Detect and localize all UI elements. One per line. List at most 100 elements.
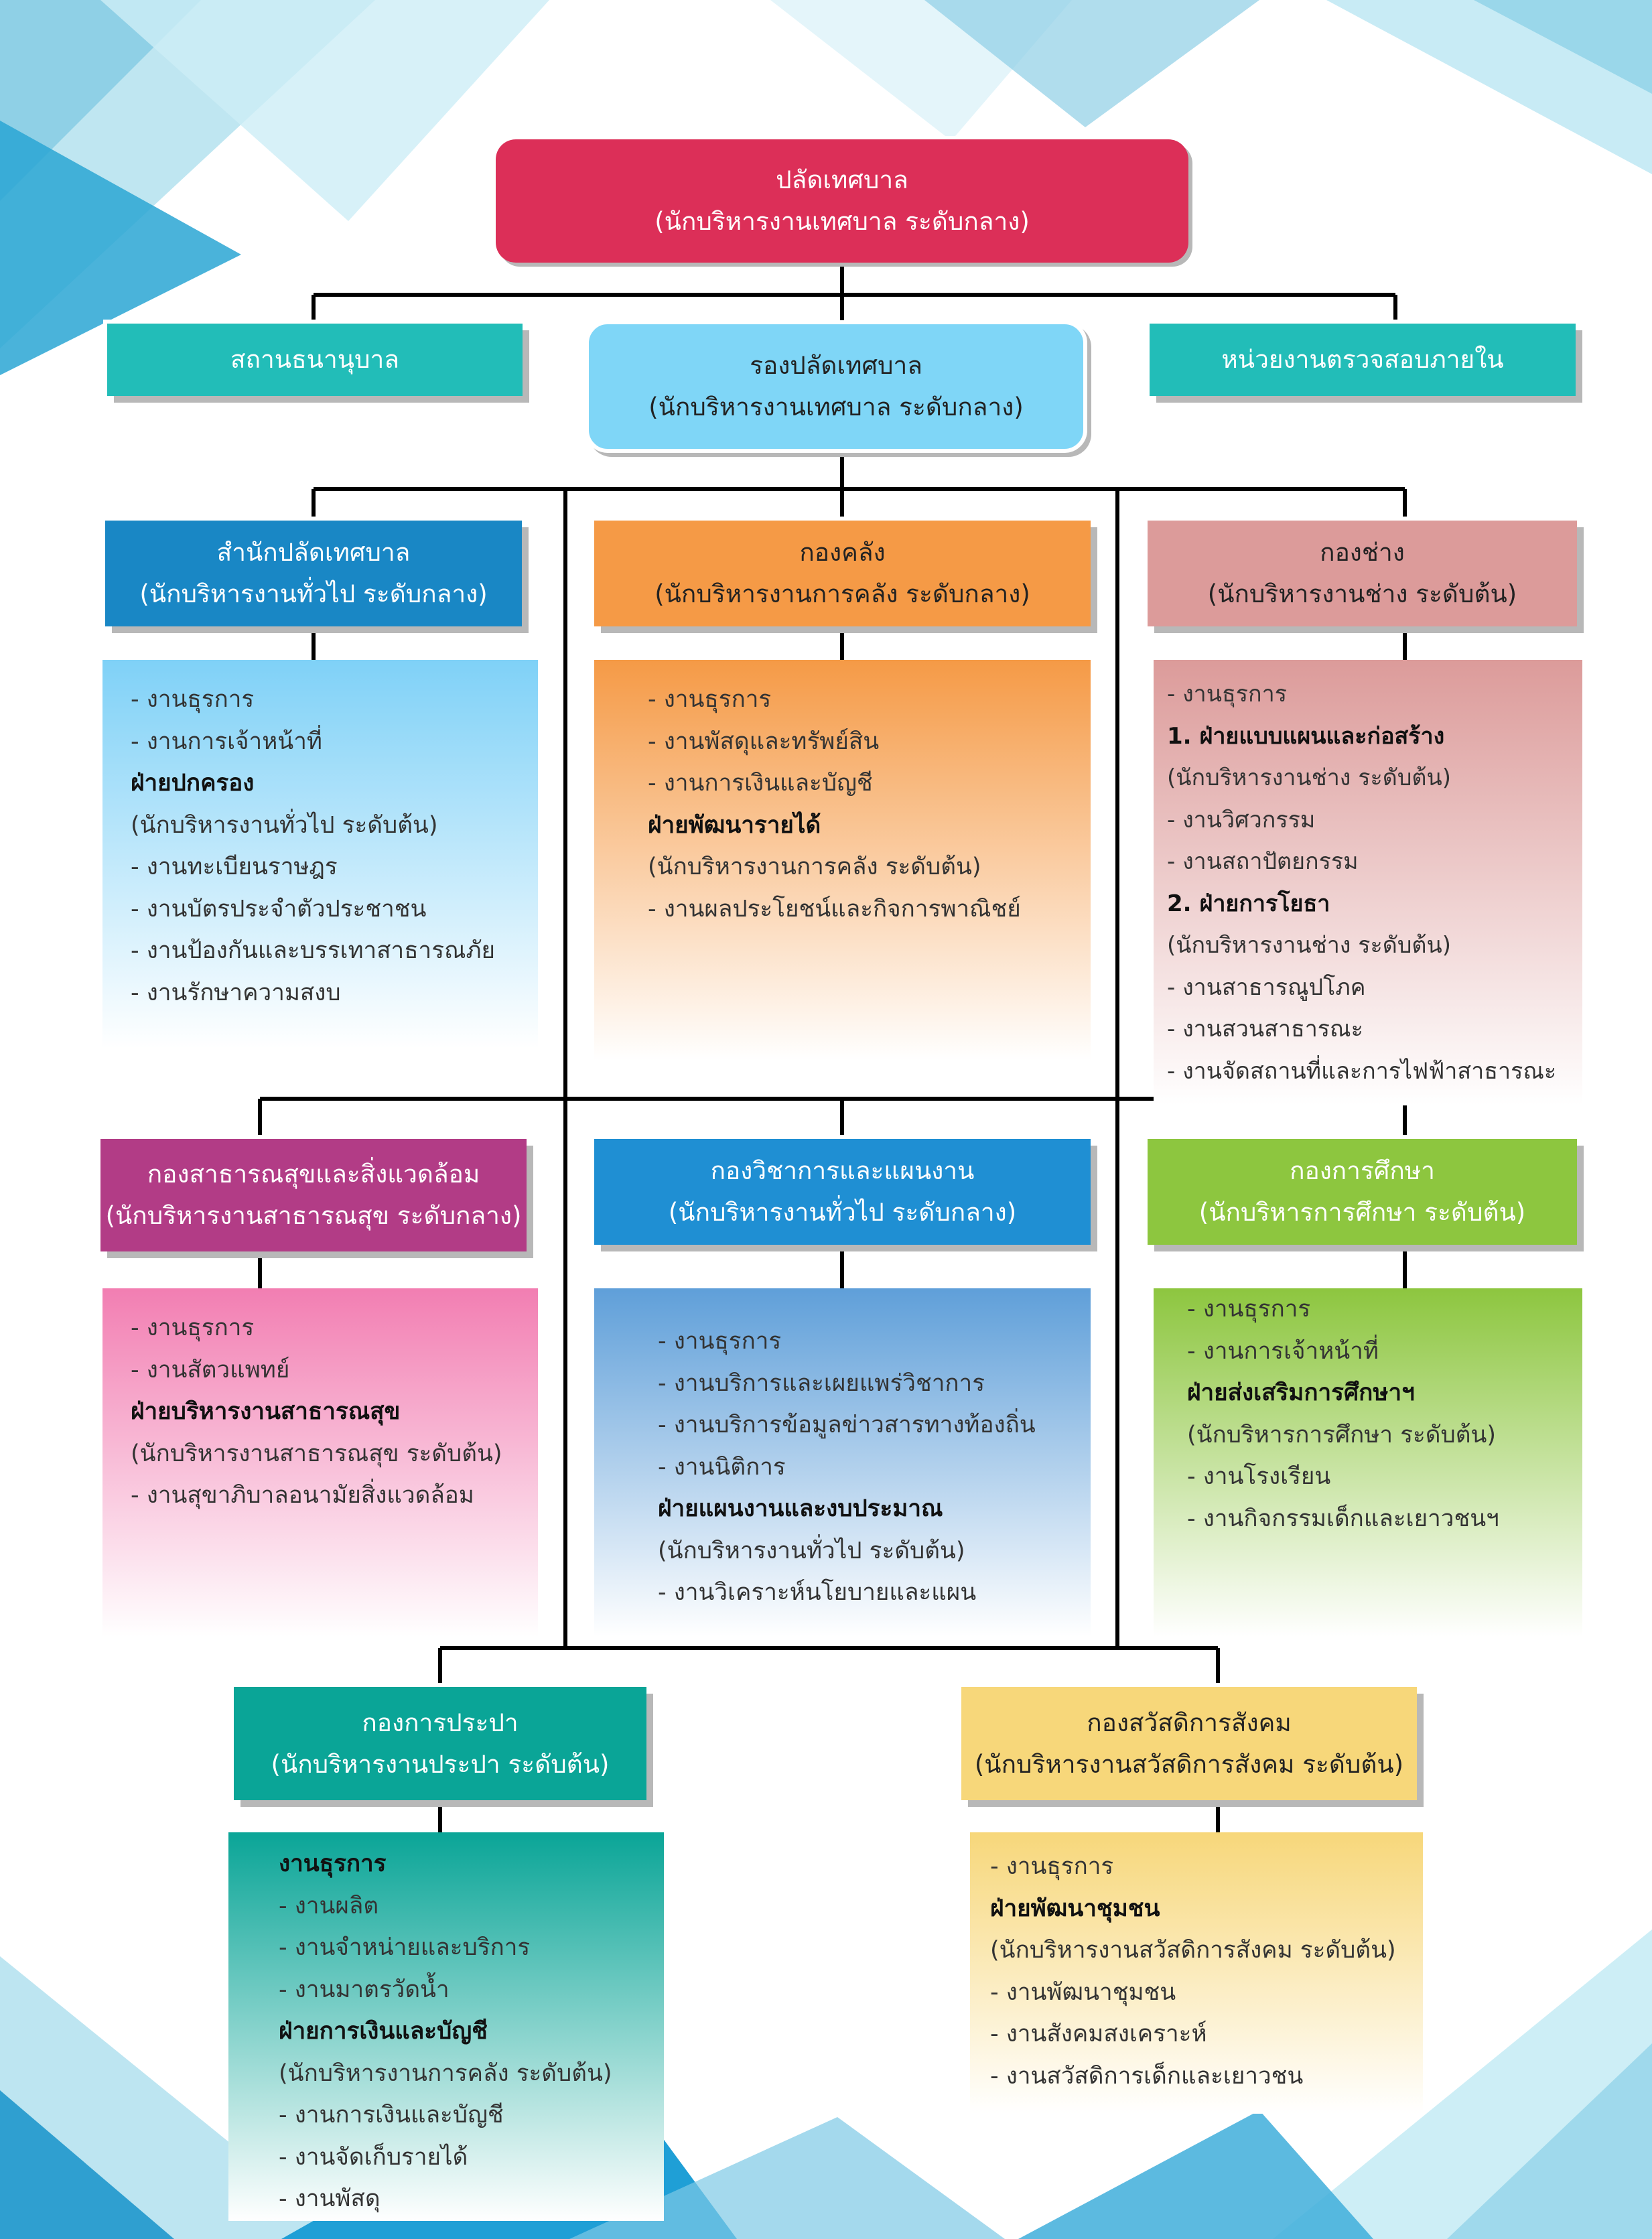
task-item: - งานธุรการ xyxy=(990,1853,1114,1880)
dept-health-title: กองสาธารณสุขและสิ่งแวดล้อม xyxy=(147,1160,480,1189)
dept-finance-subtitle: (นักบริหารงานการคลัง ระดับกลาง) xyxy=(655,580,1030,608)
internal-audit-box: หน่วยงานตรวจสอบภายใน xyxy=(1150,324,1576,396)
dept-office-panel: - งานธุรการ - งานการเจ้าหน้าที่ฝ่ายปกครอง… xyxy=(102,660,538,1048)
task-item: - งานพัฒนาชุมชน xyxy=(990,1978,1176,2006)
task-item: - งานการเงินและบัญชี xyxy=(648,770,873,797)
task-item: - งานจัดเก็บรายได้ xyxy=(279,2143,468,2171)
task-item: - งานการเจ้าหน้าที่ xyxy=(131,728,322,755)
task-item: - งานนิติการ xyxy=(658,1453,786,1481)
dept-finance-panel: - งานธุรการ - งานพัสดุและทรัพย์สิน - งานกา… xyxy=(594,660,1091,1061)
dept-academic-subtitle: (นักบริหารงานทั่วไป ระดับกลาง) xyxy=(668,1198,1017,1227)
task-item: - งานมาตรวัดน้ำ xyxy=(279,1976,450,2003)
task-item: - งานวิศวกรรม xyxy=(1167,806,1316,833)
mayor-clerk-box: ปลัดเทศบาล (นักบริหารงานเทศบาล ระดับกลาง… xyxy=(496,139,1188,263)
dept-engineering-box: กองช่าง (นักบริหารงานช่าง ระดับต้น) xyxy=(1148,521,1577,626)
dept-health-box: กองสาธารณสุขและสิ่งแวดล้อม (นักบริหารงาน… xyxy=(100,1139,527,1251)
dept-engineering-subtitle: (นักบริหารงานช่าง ระดับต้น) xyxy=(1207,580,1517,608)
task-item: - งานโรงเรียน xyxy=(1187,1463,1331,1490)
section-heading: ฝ่ายแผนงานและงบประมาณ xyxy=(658,1495,943,1522)
task-item: - งานบริการข้อมูลข่าวสารทางท้องถิ่น xyxy=(658,1412,1036,1438)
task-item: (นักบริหารงานทั่วไป ระดับต้น) xyxy=(131,811,438,839)
section-heading: ฝ่ายบริหารงานสาธารณสุข xyxy=(131,1398,401,1425)
mayor-clerk-title: ปลัดเทศบาล xyxy=(776,165,908,194)
task-item: (นักบริหารการศึกษา ระดับต้น) xyxy=(1187,1421,1497,1448)
task-item: (นักบริหารงานการคลัง ระดับต้น) xyxy=(648,854,981,880)
task-item: - งานสังคมสงเคราะห์ xyxy=(990,2021,1207,2047)
section-heading: 2. ฝ่ายการโยธา xyxy=(1167,890,1330,917)
section-heading: ฝ่ายการเงินและบัญชี xyxy=(279,2018,488,2045)
task-item: (นักบริหารงานช่าง ระดับต้น) xyxy=(1167,932,1451,959)
mayor-clerk-subtitle: (นักบริหารงานเทศบาล ระดับกลาง) xyxy=(655,207,1030,236)
task-item: - งานสวนสาธารณะ xyxy=(1167,1016,1363,1042)
task-item: - งานจำหน่ายและบริการ xyxy=(279,1934,531,1961)
dept-education-title: กองการศึกษา xyxy=(1290,1156,1435,1185)
task-item: - งานบัตรประจำตัวประชาชน xyxy=(131,895,427,923)
dept-finance-title: กองคลัง xyxy=(799,538,886,567)
task-item: (นักบริหารงานการคลัง ระดับต้น) xyxy=(279,2059,612,2087)
dept-water-panel: งานธุรการ - งานผลิต - งานจำหน่ายและบริการ -… xyxy=(228,1832,664,2221)
dept-finance-box: กองคลัง (นักบริหารงานการคลัง ระดับกลาง) xyxy=(594,521,1091,626)
task-item: - งานธุรการ xyxy=(131,1314,255,1341)
task-item: - งานสัตวแพทย์ xyxy=(131,1356,290,1383)
task-item: - งานธุรการ xyxy=(131,686,255,713)
section-heading: ฝ่ายส่งเสริมการศึกษาฯ xyxy=(1187,1379,1415,1406)
task-item: (นักบริหารงานทั่วไป ระดับต้น) xyxy=(658,1537,965,1564)
dept-engineering-title: กองช่าง xyxy=(1320,538,1405,567)
dept-water-subtitle: (นักบริหารงานประปา ระดับต้น) xyxy=(271,1749,610,1779)
task-item: - งานธุรการ xyxy=(1187,1296,1311,1322)
task-item: - งานวิเคราะห์นโยบายและแผน xyxy=(658,1579,977,1606)
task-item: - งานผลิต xyxy=(279,1892,379,1919)
dept-academic-title: กองวิชาการและแผนงาน xyxy=(710,1156,975,1185)
internal-audit-title: หน่วยงานตรวจสอบภายใน xyxy=(1221,345,1504,374)
section-heading: งานธุรการ xyxy=(279,1850,387,1877)
dept-welfare-title: กองสวัสดิการสังคม xyxy=(1087,1708,1292,1737)
task-item: - งานสถาปัตยกรรม xyxy=(1167,848,1359,875)
section-heading: ฝ่ายพัฒนารายได้ xyxy=(648,811,821,839)
dept-welfare-panel: - งานธุรการฝ่ายพัฒนาชุมชน (นักบริหารงานสว… xyxy=(970,1832,1423,2114)
section-heading: ฝ่ายปกครอง xyxy=(131,770,255,797)
task-item: - งานการเจ้าหน้าที่ xyxy=(1187,1337,1379,1365)
dept-academic-panel: - งานธุรการ - งานบริการและเผยแพร่วิชาการ -… xyxy=(594,1288,1091,1637)
dept-education-panel: - งานธุรการ - งานการเจ้าหน้าที่ฝ่ายส่งเสร… xyxy=(1154,1288,1582,1637)
task-item: - งานผลประโยชน์และกิจการพาณิชย์ xyxy=(648,895,1021,923)
deputy-clerk-subtitle: (นักบริหารงานเทศบาล ระดับกลาง) xyxy=(648,393,1024,421)
dept-water-box: กองการประปา (นักบริหารงานประปา ระดับต้น) xyxy=(234,1687,646,1800)
task-item: (นักบริหารงานสาธารณสุข ระดับต้น) xyxy=(131,1440,502,1467)
task-item: - งานธุรการ xyxy=(648,686,772,713)
dept-education-box: กองการศึกษา (นักบริหารการศึกษา ระดับต้น) xyxy=(1148,1139,1577,1245)
dept-water-title: กองการประปา xyxy=(362,1708,519,1737)
pawnshop-box: สถานธนานุบาล xyxy=(107,324,523,396)
dept-health-panel: - งานธุรการ - งานสัตวแพทย์ฝ่ายบริหารงานสา… xyxy=(102,1288,538,1637)
section-heading: ฝ่ายพัฒนาชุมชน xyxy=(990,1895,1160,1922)
task-item: (นักบริหารงานสวัสดิการสังคม ระดับต้น) xyxy=(990,1937,1396,1964)
task-item: - งานรักษาความสงบ xyxy=(131,979,341,1006)
task-item: - งานทะเบียนราษฎร xyxy=(131,854,338,880)
task-item: - งานธุรการ xyxy=(1167,681,1287,707)
dept-health-subtitle: (นักบริหารงานสาธารณสุข ระดับกลาง) xyxy=(105,1201,522,1230)
task-item: - งานสุขาภิบาลอนามัยสิ่งแวดล้อม xyxy=(131,1482,474,1509)
task-item: - งานสาธารณูปโภค xyxy=(1167,973,1366,1001)
dept-welfare-subtitle: (นักบริหารงานสวัสดิการสังคม ระดับต้น) xyxy=(974,1749,1404,1779)
task-item: - งานจัดสถานที่และการไฟฟ้าสาธารณะ xyxy=(1167,1057,1557,1085)
task-item: - งานธุรการ xyxy=(658,1328,782,1355)
dept-engineering-panel: - งานธุรการ 1. ฝ่ายแบบแผนและก่อสร้าง (นักบ… xyxy=(1154,660,1582,1105)
task-item: - งานป้องกันและบรรเทาสาธารณภัย xyxy=(131,937,496,964)
task-item: - งานกิจกรรมเด็กและเยาวชนฯ xyxy=(1187,1505,1499,1532)
dept-office-title: สำนักปลัดเทศบาล xyxy=(216,538,411,567)
pawnshop-title: สถานธนานุบาล xyxy=(230,345,399,374)
dept-office-subtitle: (นักบริหารงานทั่วไป ระดับกลาง) xyxy=(139,580,488,608)
dept-education-subtitle: (นักบริหารการศึกษา ระดับต้น) xyxy=(1198,1198,1526,1227)
deputy-clerk-title: รองปลัดเทศบาล xyxy=(750,351,922,380)
task-item: - งานบริการและเผยแพร่วิชาการ xyxy=(658,1369,985,1397)
task-item: - งานพัสดุ xyxy=(279,2185,381,2212)
section-heading: 1. ฝ่ายแบบแผนและก่อสร้าง xyxy=(1167,722,1445,750)
task-item: (นักบริหารงานช่าง ระดับต้น) xyxy=(1167,764,1451,791)
deputy-clerk-box: รองปลัดเทศบาล (นักบริหารงานเทศบาล ระดับก… xyxy=(585,320,1087,453)
task-item: - งานพัสดุและทรัพย์สิน xyxy=(648,728,880,755)
dept-office-box: สำนักปลัดเทศบาล (นักบริหารงานทั่วไป ระดั… xyxy=(105,521,522,626)
task-item: - งานสวัสดิการเด็กและเยาวชน xyxy=(990,2062,1304,2090)
task-item: - งานการเงินและบัญชี xyxy=(279,2102,504,2128)
dept-academic-box: กองวิชาการและแผนงาน (นักบริหารงานทั่วไป … xyxy=(594,1139,1091,1245)
dept-welfare-box: กองสวัสดิการสังคม (นักบริหารงานสวัสดิการ… xyxy=(961,1687,1417,1800)
